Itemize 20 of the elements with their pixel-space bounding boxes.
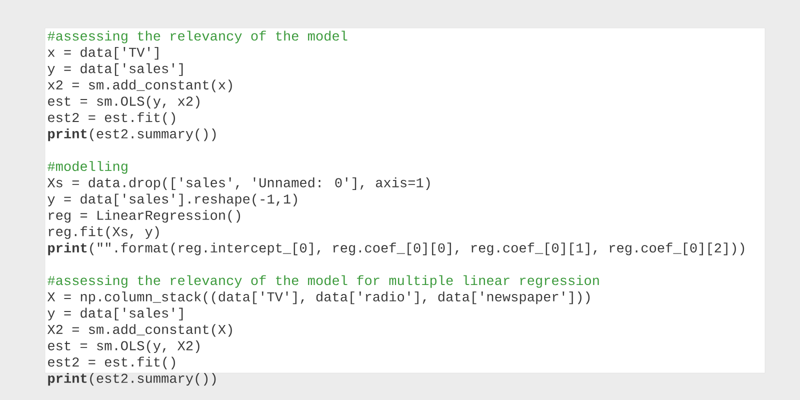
code-line: est = sm.OLS(y, X2): [48, 340, 200, 354]
code-line: print(est2.summary()): [48, 372, 216, 386]
code-line: y = data['sales']: [48, 308, 183, 320]
code-comment: #assessing the relevancy of the model for multiple linear regression: [48, 275, 599, 288]
code-line: y = data['sales']: [48, 63, 183, 76]
code-line: est2 = est.fit(): [48, 112, 175, 125]
code-line: Xs = data.drop(['sales', 'Unnamed: 0'], axis=1): [47, 177, 430, 190]
code-line: print(est2.summary()): [48, 128, 216, 142]
code-line: x2 = sm.add_constant(x): [48, 80, 232, 92]
code-line: print("".format(reg.intercept_[0], reg.coef_[0][0], reg.coef_[0][1], reg.coef_[0][2])): [48, 242, 744, 256]
code-line: X = np.column_stack((data['TV'], data['radio'], data['newspaper'])): [47, 291, 590, 304]
code-comment: #modelling: [48, 161, 128, 174]
code-line: y = data['sales'].reshape(-1,1): [48, 194, 297, 206]
code-comment: #assessing the relevancy of the model: [48, 30, 348, 44]
code-line: est = sm.OLS(y, x2): [48, 96, 200, 108]
code-line: x = data['TV']: [48, 46, 158, 60]
code-line: reg.fit(Xs, y): [48, 226, 159, 239]
code-line: X2 = sm.add_constant(X): [47, 324, 232, 337]
code-line: reg = LinearRegression(): [48, 210, 240, 223]
code-line: est2 = est.fit(): [48, 356, 175, 370]
